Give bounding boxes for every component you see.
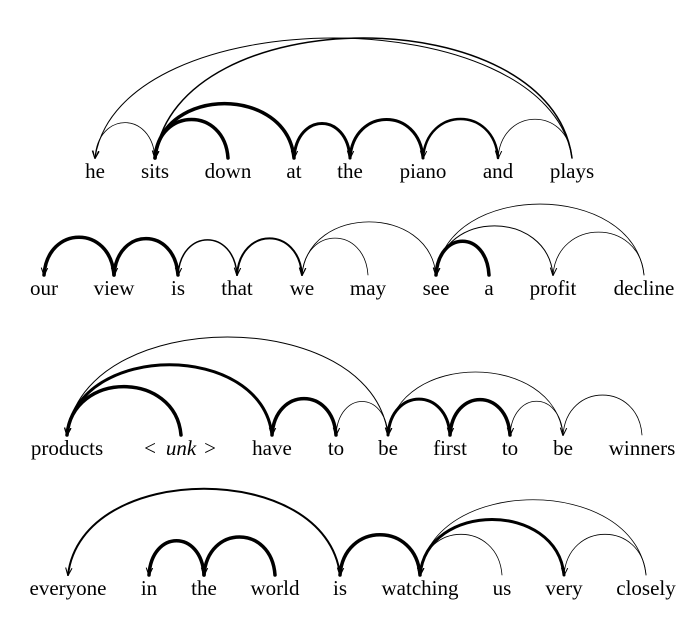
dependency-arc-6 (420, 518, 566, 577)
dependency-arc-5 (336, 401, 389, 435)
dependency-arc-2 (155, 37, 573, 158)
dependency-arc-2 (114, 237, 180, 277)
dependency-arc-8 (436, 225, 554, 275)
word-1: everyone (30, 576, 107, 600)
sentence-4: everyone in the world is watching us very closel… (30, 487, 676, 600)
dependency-arc-8 (564, 533, 647, 575)
dependency-arc-4 (340, 533, 422, 577)
dependency-arc-4 (237, 237, 303, 275)
word-1: he (85, 159, 105, 183)
word-7: see (423, 276, 450, 300)
word-2: in (141, 576, 158, 600)
dependency-arc-8 (95, 122, 156, 158)
dependency-arc-1 (67, 336, 389, 435)
dependency-arc-4 (272, 397, 338, 437)
dependency-arc-9 (436, 239, 491, 277)
word-5: the (337, 159, 363, 183)
dependency-arc-7 (436, 203, 645, 275)
word-5: we (290, 276, 315, 300)
word-6: watching (382, 576, 459, 600)
dependency-arc-8 (450, 398, 512, 437)
word-9: closely (616, 576, 676, 600)
word-2: sits (141, 159, 169, 183)
word-3: down (205, 159, 252, 183)
word-8: very (545, 576, 583, 600)
word-3: unk (166, 436, 197, 460)
dependency-arc-1 (68, 487, 341, 575)
word-4: world (251, 576, 300, 600)
word-4: that (221, 276, 253, 300)
dependency-arc-2 (149, 539, 206, 577)
word-6: to (328, 436, 344, 460)
sentence-3: products < unk > have to be first to be winners (31, 336, 676, 460)
word-10: decline (614, 276, 675, 300)
sentence-2: our view is that we may see a profit decline (30, 203, 675, 300)
word-6: piano (400, 159, 447, 183)
dependency-arc-2 (67, 363, 274, 437)
dependency-arc-1 (95, 37, 573, 158)
dependency-arc-5 (302, 221, 437, 275)
dependency-arc-3 (67, 384, 183, 437)
word-3: is (171, 276, 185, 300)
dependency-arc-7 (423, 117, 500, 160)
word-8: a (484, 276, 494, 300)
dependency-arc-3 (155, 117, 230, 160)
word-2: < (144, 436, 156, 460)
word-7: us (493, 576, 512, 600)
dependency-arc-5 (294, 122, 352, 160)
word-5: have (252, 436, 292, 460)
word-9: to (502, 436, 518, 460)
word-3: the (191, 576, 217, 600)
word-4: at (286, 159, 301, 183)
dependency-arc-7 (420, 533, 503, 575)
dependency-arc-9 (498, 118, 573, 158)
word-7: be (378, 436, 398, 460)
word-7: and (483, 159, 514, 183)
dependency-arc-3 (204, 535, 277, 577)
word-5: is (333, 576, 347, 600)
sentence-1: he sits down at the piano and plays (85, 37, 594, 183)
word-9: profit (530, 276, 577, 300)
word-1: products (31, 436, 103, 460)
dependency-arc-5 (420, 499, 647, 575)
word-1: our (30, 276, 58, 300)
word-8: first (433, 436, 467, 460)
word-10: be (553, 436, 573, 460)
dependency-arc-10 (563, 394, 643, 435)
dependency-arc-7 (388, 397, 452, 437)
dependency-arc-4 (155, 102, 296, 160)
dependency-arc-6 (388, 371, 564, 435)
dependency-arc-6 (350, 118, 425, 160)
word-11: winners (609, 436, 676, 460)
word-6: may (350, 276, 387, 300)
dependency-arc-1 (44, 235, 116, 277)
word-8: plays (550, 159, 594, 183)
dependency-arc-6 (302, 237, 369, 275)
word-4: > (204, 436, 216, 460)
dependency-arc-3 (178, 239, 238, 275)
dependency-arc-10 (553, 231, 645, 275)
dependency-arc-9 (510, 400, 564, 435)
word-2: view (94, 276, 136, 300)
